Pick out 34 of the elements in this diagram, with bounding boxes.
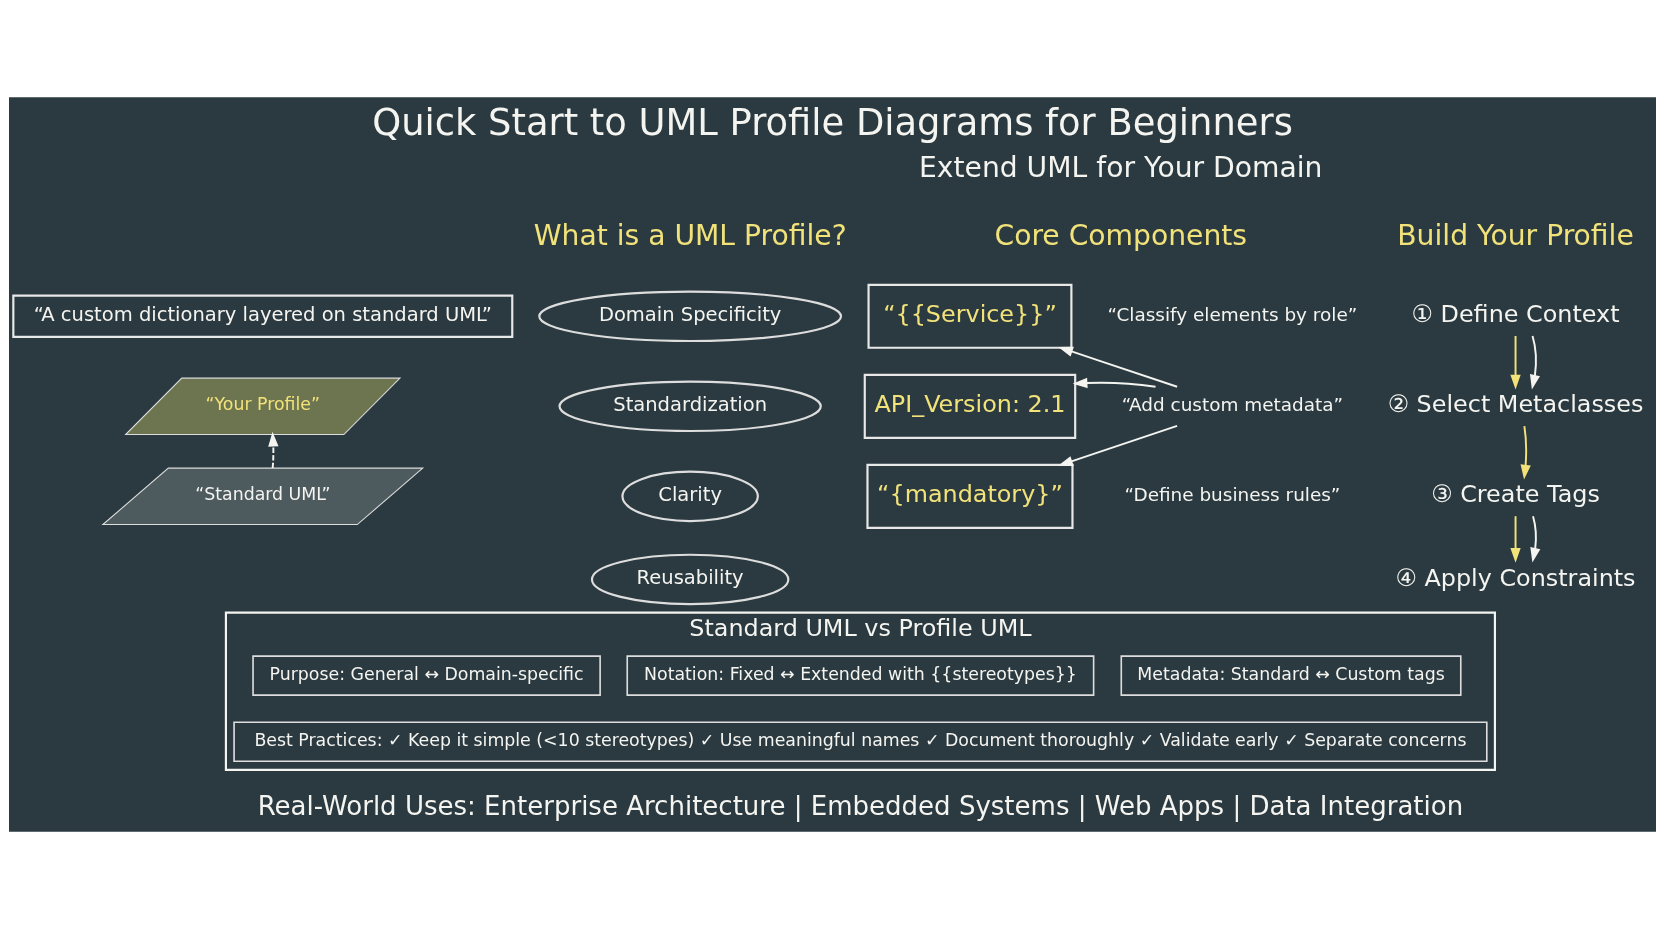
arrow (1520, 424, 1531, 480)
node-text: ② Select Metaclasses (1387, 389, 1643, 418)
node-box: “{mandatory}” (865, 463, 1074, 529)
arrow (1529, 514, 1540, 563)
arrow (1509, 514, 1521, 563)
node-box: “{{Service}}” (866, 283, 1072, 349)
node-box: “A custom dictionary layered on standard UML” (11, 294, 513, 338)
node-text: ① Define Context (1411, 299, 1619, 328)
node-box: API_Version: 2.1 (863, 373, 1076, 439)
label: Build Your Profile (1396, 218, 1634, 252)
label: What is a UML Profile? (533, 218, 847, 252)
node-text: ③ Create Tags (1430, 479, 1600, 508)
node-label: “Classify elements by role” (1107, 303, 1357, 325)
arrow (1529, 334, 1540, 390)
node-ellipse: Standardization (557, 380, 822, 432)
arrow (1072, 377, 1157, 388)
label: Core Components (993, 218, 1247, 252)
node-ellipse: Domain Specificity (537, 290, 842, 342)
node-box: Purpose: General ↔ Domain-specific (251, 654, 601, 696)
node-box: Metadata: Standard ↔ Custom tags (1119, 654, 1462, 696)
node-box: Best Practices: ✓ Keep it simple (<10 stereotypes) ✓ Use meaningful names ✓ Document thoroughly ✓ Validate early ✓ Separate concerns (232, 720, 1488, 762)
node-text: ④ Apply Constraints (1395, 563, 1636, 592)
arrow (1057, 424, 1178, 466)
node-box: Notation: Fixed ↔ Extended with {{stereotypes}} (625, 654, 1094, 696)
arrow (1509, 334, 1521, 390)
node-label: “Define business rules” (1123, 483, 1340, 505)
label: Real-World Uses: Enterprise Architecture | Embedded Systems | Web Apps | Data Integration (257, 790, 1463, 821)
node-ellipse: Clarity (620, 470, 759, 522)
diagram-title: Quick Start to UML Profile Diagrams for Beginners (371, 100, 1293, 144)
label: Extend UML for Your Domain (918, 150, 1322, 184)
node-text: “Add custom metadata” (1121, 393, 1343, 415)
arrow (267, 431, 278, 469)
node-ellipse: Reusability (590, 553, 789, 605)
arrow (1057, 346, 1178, 388)
